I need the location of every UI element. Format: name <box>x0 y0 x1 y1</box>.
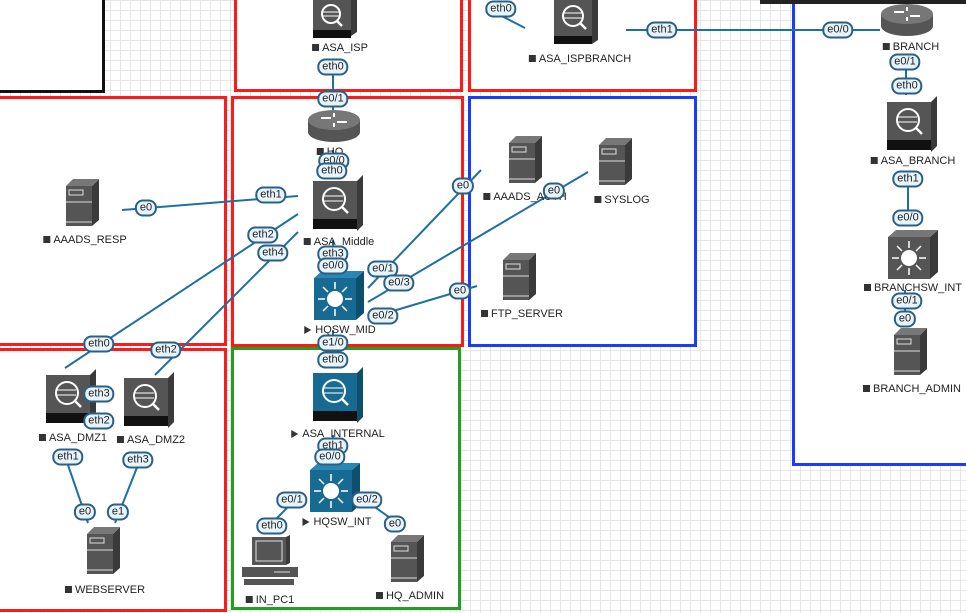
port-label: e0 <box>542 182 566 200</box>
port-label: eth3 <box>83 385 115 403</box>
port-label: e0/1 <box>367 260 399 278</box>
port-label: e1/0 <box>317 334 349 352</box>
node-label: ASA_INTERNAL <box>291 428 385 440</box>
port-label: e0/0 <box>317 257 349 275</box>
port-label: eth2 <box>247 226 279 244</box>
window-edge <box>760 0 966 4</box>
firewall-icon <box>124 372 174 428</box>
port-label: eth1 <box>255 186 287 204</box>
firewall-icon <box>313 0 357 38</box>
port-label: e0 <box>383 515 407 533</box>
server-icon <box>87 527 120 574</box>
router-icon <box>308 110 360 142</box>
port-label: eth2 <box>150 341 182 359</box>
node-label: WEBSERVER <box>64 584 145 596</box>
port-label: e0/3 <box>383 274 415 292</box>
switch-icon <box>888 230 938 279</box>
server-icon <box>66 179 99 226</box>
port-label: eth3 <box>122 451 154 469</box>
port-label: e0 <box>134 199 158 217</box>
node-label: ASA_ISP <box>312 42 368 54</box>
node-label: BRANCH_ADMIN <box>862 383 961 395</box>
zone-resp <box>0 96 227 346</box>
server-icon <box>599 138 632 185</box>
firewall-icon <box>46 369 96 425</box>
port-label: e0/2 <box>351 491 383 509</box>
firewall-icon <box>313 175 363 231</box>
server-icon <box>894 328 927 375</box>
firewall-icon <box>887 96 937 152</box>
port-label: e0 <box>73 503 97 521</box>
pc-icon <box>242 535 298 585</box>
port-label: eth0 <box>256 517 288 535</box>
node-label: ASA_ISPBRANCH <box>528 53 631 65</box>
node-label: BRANCH <box>882 41 939 53</box>
node-label: IN_PC1 <box>245 594 294 606</box>
port-label: eth1 <box>646 21 678 39</box>
switch-icon <box>314 271 364 320</box>
port-label: eth0 <box>316 162 348 180</box>
port-label: e0 <box>451 177 475 195</box>
port-label: e0/2 <box>367 307 399 325</box>
port-label: e0/1 <box>276 491 308 509</box>
zone-topleft <box>0 0 105 93</box>
server-icon <box>391 535 424 582</box>
port-label: e1 <box>106 503 130 521</box>
node-label: ASA_BRANCH <box>870 155 955 167</box>
node-label: HQSW_MID <box>304 324 376 336</box>
router-icon <box>881 4 933 36</box>
server-icon <box>503 253 536 300</box>
node-label: ASA_Middle <box>303 236 374 248</box>
port-label: eth0 <box>485 0 517 18</box>
node-label: BRANCHSW_INT <box>863 282 962 294</box>
firewall-icon <box>554 0 598 44</box>
port-label: e0/0 <box>822 21 854 39</box>
node-label: SYSLOG <box>594 194 650 206</box>
port-label: eth4 <box>257 244 289 262</box>
port-label: e0/1 <box>317 90 349 108</box>
port-label: e0/1 <box>889 53 921 71</box>
port-label: e0 <box>893 310 917 328</box>
port-label: e0/1 <box>891 292 923 310</box>
port-label: eth1 <box>52 448 84 466</box>
node-label: ASA_DMZ1 <box>38 432 107 444</box>
node-label: FTP_SERVER <box>481 308 563 320</box>
firewall-icon <box>313 367 363 423</box>
node-label: ASA_DMZ2 <box>116 434 185 446</box>
node-label: HQ_ADMIN <box>375 590 444 602</box>
port-label: eth0 <box>891 77 923 95</box>
port-label: eth0 <box>83 335 115 353</box>
port-label: e0/0 <box>892 209 924 227</box>
node-label: AAADS_RESP <box>43 234 127 246</box>
port-label: eth0 <box>317 58 349 76</box>
port-label: eth0 <box>317 351 349 369</box>
node-label: HQSW_INT <box>302 516 372 528</box>
port-label: e0 <box>448 282 472 300</box>
server-icon <box>509 136 542 183</box>
port-label: e0/0 <box>314 448 346 466</box>
port-label: eth1 <box>892 170 924 188</box>
port-label: eth2 <box>83 412 115 430</box>
